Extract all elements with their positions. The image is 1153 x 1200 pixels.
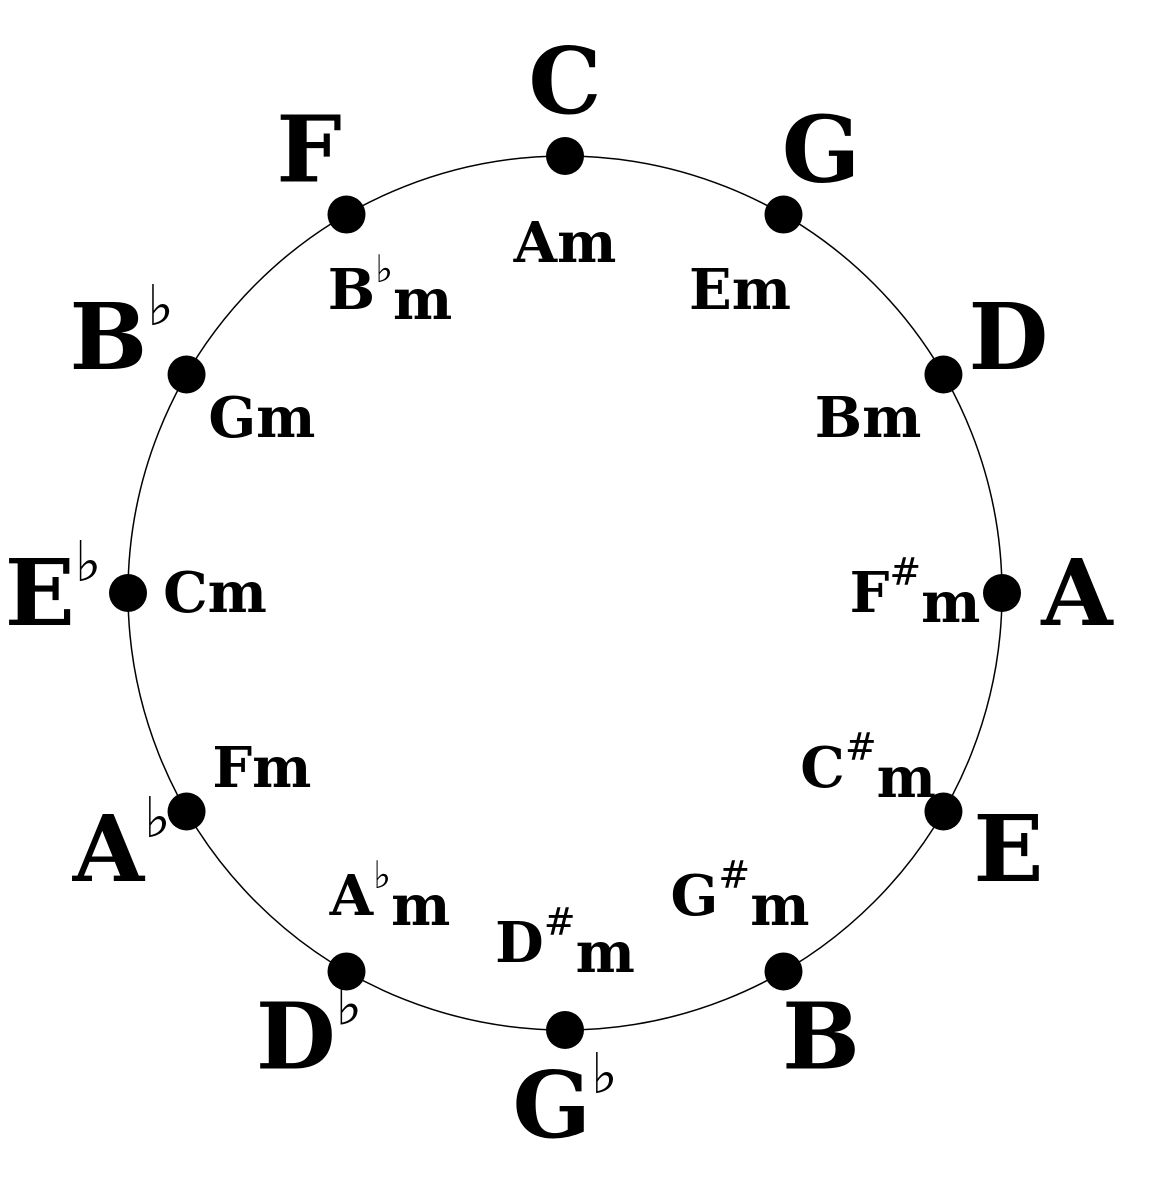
major-key-label-g-root: G [782, 96, 861, 204]
key-dot-db [327, 952, 366, 991]
major-key-label-eb-accidental: ♭ [75, 530, 101, 595]
major-key-label-d: D [969, 283, 1049, 391]
minor-key-label-eb-root: C [163, 560, 208, 626]
major-key-label-f-root: F [276, 96, 341, 204]
major-key-label-f: F [276, 96, 341, 204]
key-dot-gb [546, 1011, 584, 1049]
major-key-label-c: C [528, 27, 601, 135]
key-dot-f [327, 195, 366, 234]
key-dot-c [546, 137, 584, 175]
major-key-label-bb-root: B [70, 283, 148, 391]
minor-key-label-db: A♭m [329, 853, 451, 939]
minor-key-label-c-root: A [513, 210, 559, 276]
minor-key-label-f-root: B [328, 257, 375, 323]
major-key-label-eb: E♭ [5, 530, 102, 647]
major-key-label-db-root: D [256, 982, 336, 1090]
minor-key-label-gb: D#m [495, 900, 635, 986]
major-key-label-ab: A♭ [72, 786, 171, 903]
minor-key-label-g-suffix: m [732, 257, 791, 323]
minor-key-label-bb-suffix: m [256, 385, 315, 451]
minor-key-label-d: Bm [815, 385, 922, 451]
major-key-label-a-root: A [1040, 539, 1114, 647]
minor-key-label-b: G#m [671, 853, 810, 939]
minor-key-label-db-accidental: ♭ [373, 853, 391, 897]
key-dot-b [764, 952, 803, 991]
major-key-label-db-accidental: ♭ [336, 973, 362, 1038]
major-key-label-b: B [782, 982, 860, 1090]
key-dot-ab [167, 792, 206, 831]
major-key-label-bb-accidental: ♭ [147, 274, 173, 339]
minor-key-label-gb-accidental: # [544, 900, 576, 944]
minor-key-label-eb-suffix: m [208, 560, 267, 626]
minor-key-label-ab-root: F [212, 735, 252, 801]
major-key-label-b-root: B [782, 982, 860, 1090]
minor-key-label-bb-root: G [208, 385, 256, 451]
minor-key-label-a-accidental: # [889, 550, 921, 594]
minor-key-label-a-suffix: m [921, 570, 980, 636]
minor-key-label-b-accidental: # [718, 853, 750, 897]
major-key-label-a: A [1040, 539, 1114, 647]
key-dot-bb [167, 355, 206, 394]
minor-key-label-f-suffix: m [393, 267, 452, 333]
minor-key-label-c: Am [513, 210, 617, 276]
minor-key-label-d-root: B [815, 385, 862, 451]
minor-key-label-eb: Cm [163, 560, 267, 626]
minor-key-label-f-accidental: ♭ [375, 247, 393, 291]
minor-key-label-db-suffix: m [391, 873, 450, 939]
major-key-label-d-root: D [969, 283, 1049, 391]
major-key-label-db: D♭ [256, 973, 362, 1090]
major-key-label-g: G [782, 96, 861, 204]
minor-key-label-c-suffix: m [557, 210, 616, 276]
minor-key-label-b-root: G [671, 863, 719, 929]
major-key-label-ab-accidental: ♭ [144, 786, 170, 851]
minor-key-label-db-root: A [329, 863, 375, 929]
minor-key-label-gb-root: D [495, 910, 544, 976]
minor-key-label-e: C#m [800, 725, 936, 811]
major-key-label-e: E [973, 795, 1043, 903]
major-key-label-c-root: C [528, 27, 601, 135]
minor-key-label-a: F#m [850, 550, 981, 636]
key-dot-d [924, 355, 963, 394]
key-dot-eb [109, 574, 147, 612]
minor-key-label-d-suffix: m [862, 385, 921, 451]
minor-key-label-e-accidental: # [845, 725, 877, 769]
minor-key-label-bb: Gm [208, 385, 315, 451]
key-dot-g [764, 195, 803, 234]
key-dot-e [924, 792, 963, 831]
minor-key-label-e-root: C [800, 735, 845, 801]
minor-key-label-g-root: E [689, 257, 732, 323]
major-key-label-ab-root: A [72, 795, 146, 903]
major-key-label-eb-root: E [5, 539, 75, 647]
minor-key-label-f: B♭m [328, 247, 453, 333]
major-key-label-bb: B♭ [70, 274, 174, 391]
key-dot-a [983, 574, 1021, 612]
major-key-label-gb: G♭ [513, 1042, 618, 1159]
minor-key-label-b-suffix: m [750, 873, 809, 939]
minor-key-label-a-root: F [850, 560, 890, 626]
major-key-label-e-root: E [973, 795, 1043, 903]
major-key-label-gb-accidental: ♭ [591, 1042, 617, 1107]
major-key-label-gb-root: G [513, 1051, 592, 1159]
minor-key-label-ab: Fm [212, 735, 311, 801]
minor-key-label-gb-suffix: m [576, 920, 635, 986]
minor-key-label-e-suffix: m [877, 745, 936, 811]
minor-key-label-g: Em [689, 257, 791, 323]
minor-key-label-ab-suffix: m [252, 735, 311, 801]
key-points [109, 137, 1021, 1049]
